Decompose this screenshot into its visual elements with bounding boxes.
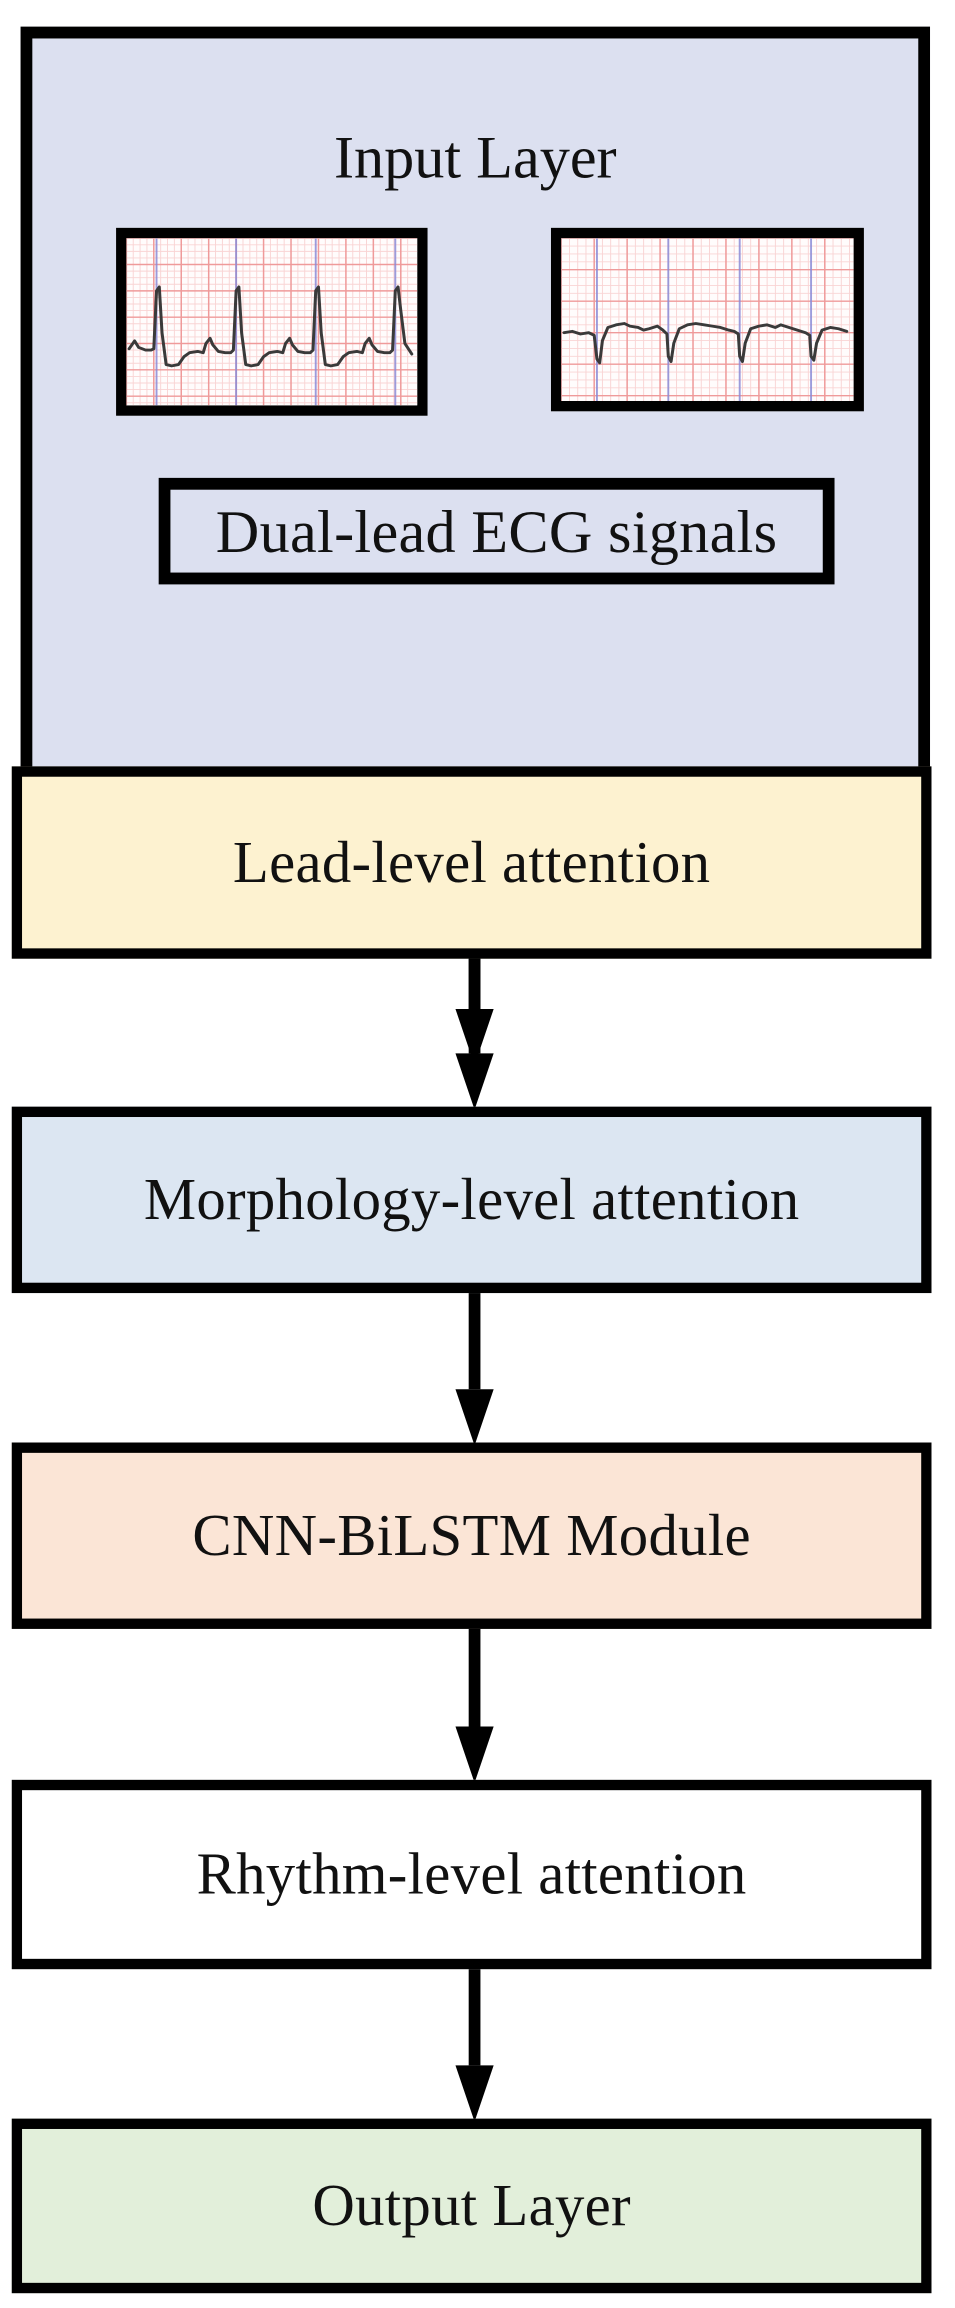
cnn-bilstm-module-box[interactable]: CNN-BiLSTM Module: [11, 1442, 932, 1629]
input-layer-group[interactable]: Input Layer: [20, 26, 931, 906]
lead-level-attention-box[interactable]: Lead-level attention: [11, 766, 932, 959]
dual-lead-ecg-signals-box[interactable]: Dual-lead ECG signals: [158, 477, 835, 585]
ecg-lead-2-panel[interactable]: [550, 227, 864, 412]
arrow-head: [455, 2065, 494, 2122]
arrow-shaft: [468, 1293, 481, 1390]
ecg-lead-2-waveform-icon: [561, 238, 854, 401]
morphology-level-attention-label: Morphology-level attention: [143, 1165, 800, 1233]
output-layer-label: Output Layer: [312, 2171, 631, 2239]
ecg-lead-1-panel[interactable]: [116, 227, 428, 416]
arrow-rhythm-to-output: [455, 1969, 494, 2122]
arrow-shaft: [468, 958, 481, 1054]
arrow-head: [455, 1053, 494, 1110]
arrow-morphology-to-cnn: [455, 1293, 494, 1446]
arrow-lead-to-morphology: [455, 958, 494, 1110]
cnn-bilstm-module-label: CNN-BiLSTM Module: [192, 1501, 751, 1569]
arrow-head: [455, 1389, 494, 1446]
arrow-head: [455, 1726, 494, 1783]
arrow-shaft: [468, 1969, 481, 2066]
rhythm-level-attention-box[interactable]: Rhythm-level attention: [11, 1779, 932, 1970]
dual-lead-ecg-signals-label: Dual-lead ECG signals: [215, 496, 778, 565]
arrow-cnn-to-rhythm: [455, 1628, 494, 1783]
rhythm-level-attention-label: Rhythm-level attention: [196, 1840, 747, 1908]
output-layer-box[interactable]: Output Layer: [11, 2118, 932, 2294]
lead-level-attention-label: Lead-level attention: [232, 828, 711, 896]
arrow-shaft: [468, 1628, 481, 1727]
morphology-level-attention-box[interactable]: Morphology-level attention: [11, 1106, 932, 1294]
input-layer-title: Input Layer: [333, 122, 617, 191]
ecg-lead-1-waveform-icon: [126, 238, 418, 406]
